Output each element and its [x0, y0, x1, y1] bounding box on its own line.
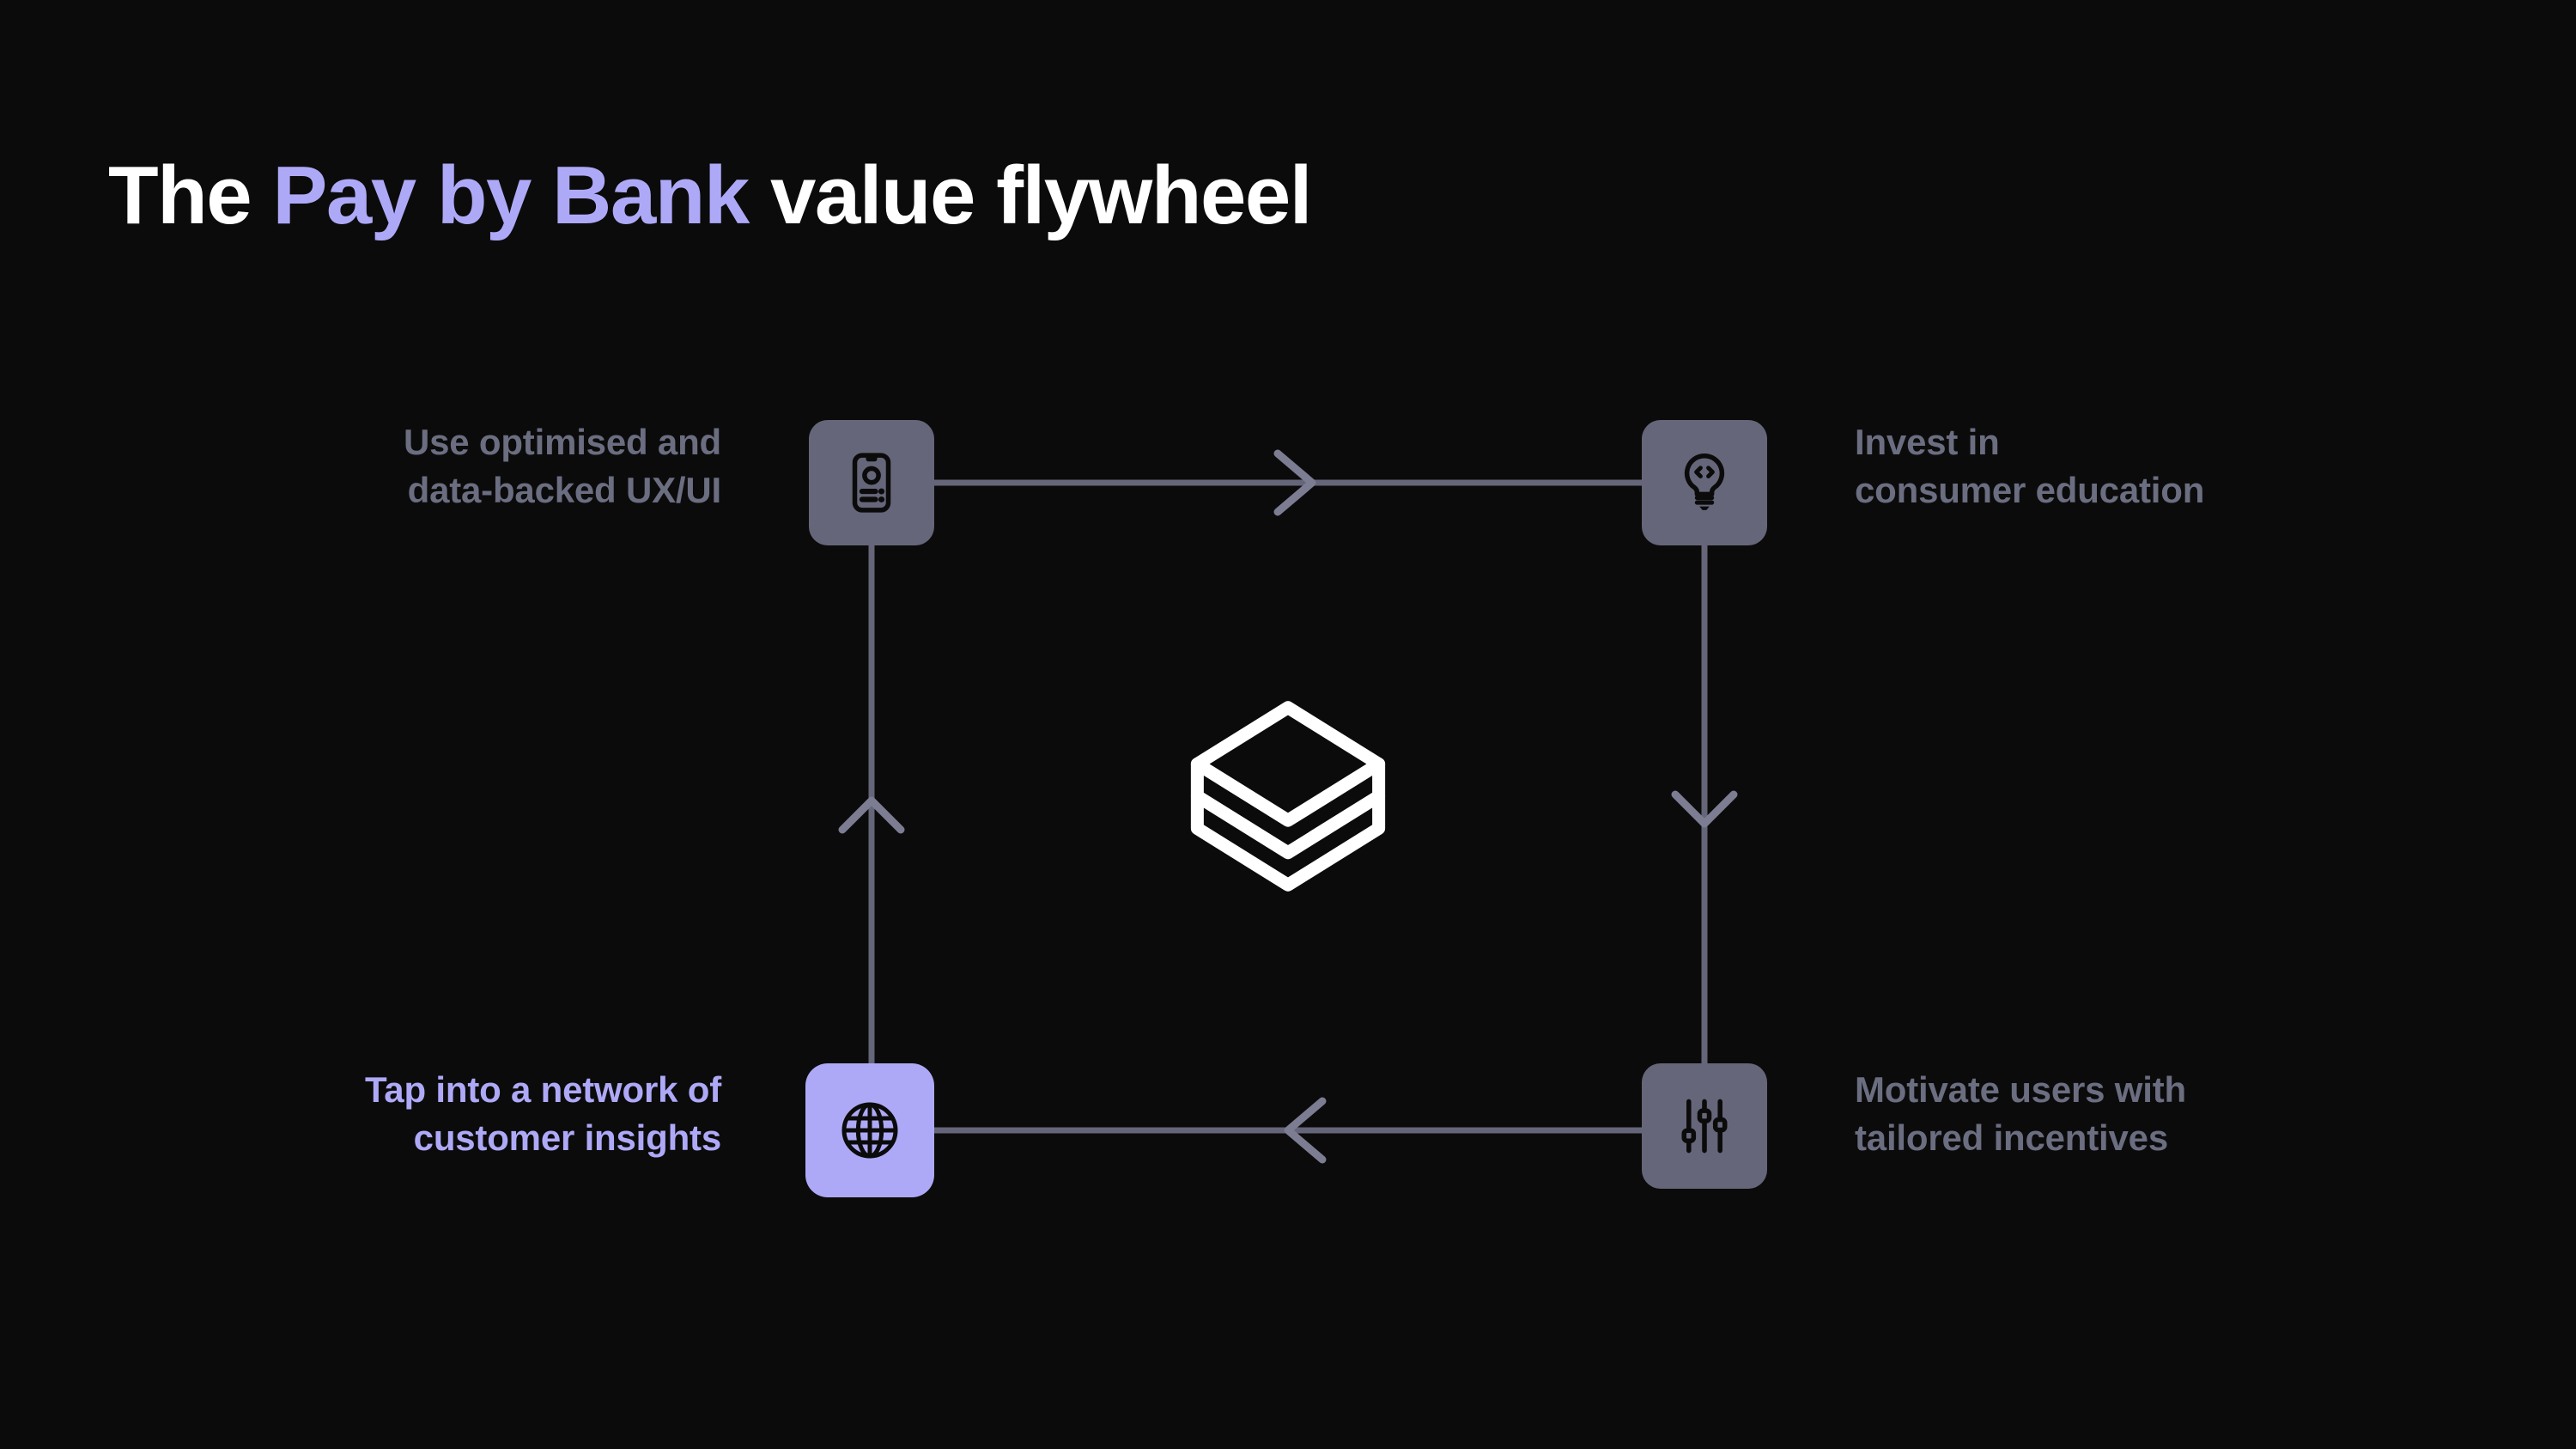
arrowhead-right-icon	[1273, 449, 1316, 516]
arrowhead-left-icon	[1284, 1097, 1327, 1164]
label-ux-ui: Use optimised and data-backed UX/UI	[0, 418, 721, 514]
node-consumer-education[interactable]	[1642, 420, 1767, 545]
node-tailored-incentives[interactable]	[1642, 1063, 1767, 1189]
title-suffix: value flywheel	[748, 149, 1312, 242]
label-line-2: tailored incentives	[1855, 1117, 2168, 1158]
mobile-ui-icon	[838, 449, 905, 516]
label-line-2: data-backed UX/UI	[407, 470, 722, 510]
label-line-1: Motivate users with	[1855, 1069, 2186, 1110]
label-line-2: customer insights	[413, 1117, 722, 1158]
label-line-1: Invest in	[1855, 422, 2000, 462]
label-line-1: Use optimised and	[403, 422, 721, 462]
title-accent: Pay by Bank	[272, 149, 750, 242]
node-ux-ui[interactable]	[809, 420, 934, 545]
arrowhead-up-icon	[838, 796, 905, 834]
lightbulb-code-icon	[1671, 449, 1738, 516]
stacked-layers-logo	[1187, 697, 1389, 895]
label-line-1: Tap into a network of	[364, 1069, 721, 1110]
label-line-2: consumer education	[1855, 470, 2205, 510]
label-tailored-incentives: Motivate users with tailored incentives	[1855, 1066, 2576, 1162]
label-consumer-education: Invest in consumer education	[1855, 418, 2576, 514]
node-customer-insights[interactable]	[805, 1063, 934, 1197]
sliders-icon	[1671, 1093, 1738, 1160]
label-customer-insights: Tap into a network of customer insights	[0, 1066, 721, 1162]
page-title: The Pay by Bank value flywheel	[108, 149, 1312, 242]
title-prefix: The	[108, 149, 273, 242]
globe-icon	[835, 1096, 904, 1165]
arrowhead-down-icon	[1671, 790, 1738, 828]
